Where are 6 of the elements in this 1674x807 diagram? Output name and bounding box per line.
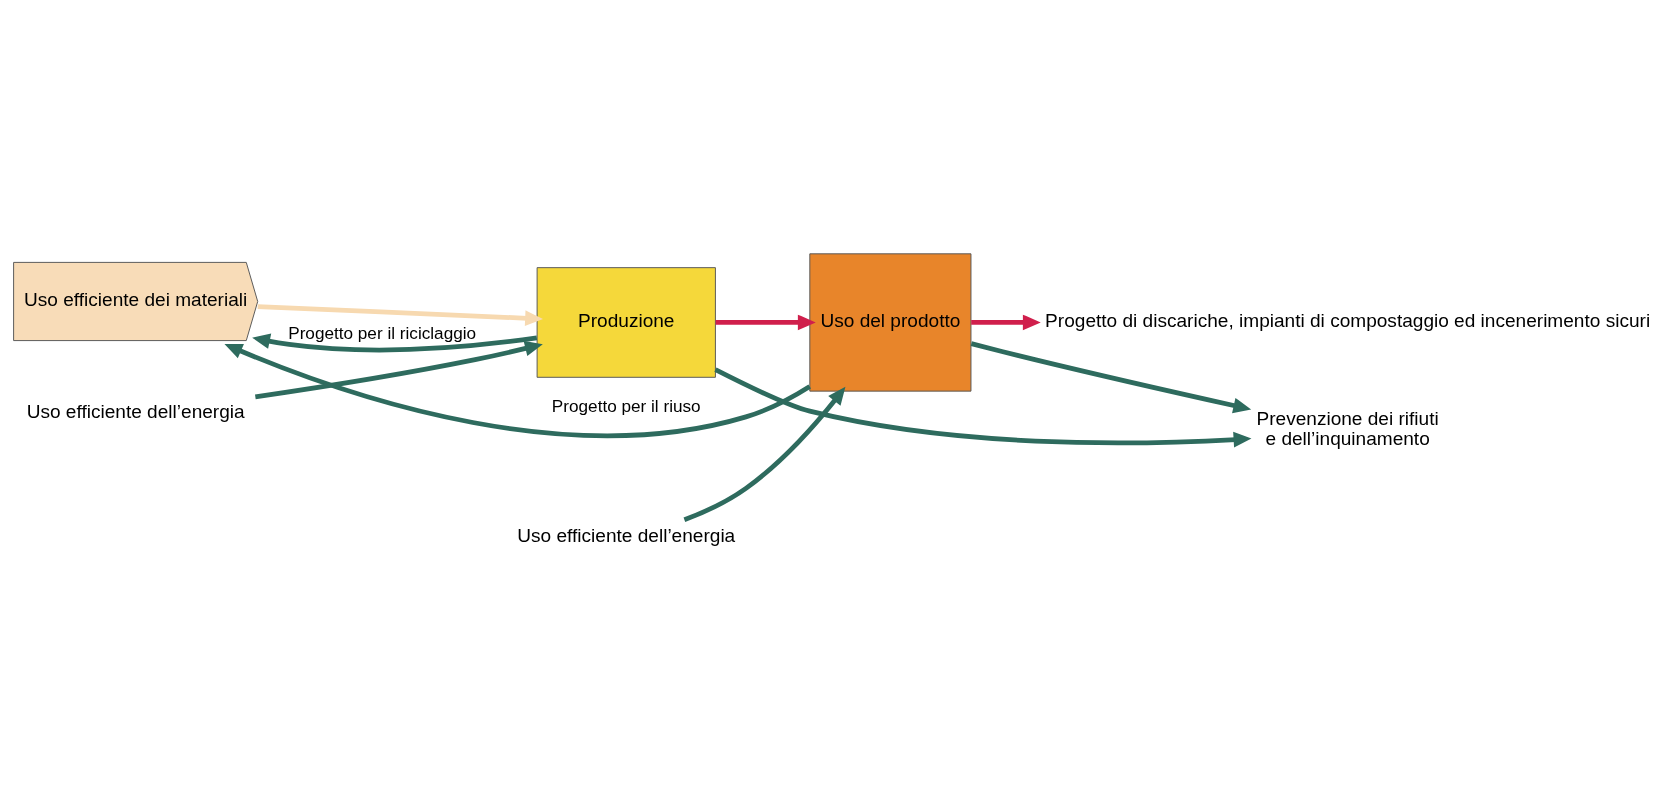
node-text: Uso efficiente dell’energia [26, 400, 245, 422]
node-text: Progetto di discariche, impianti di compostaggio ed incenerimento sicuri [1045, 309, 1651, 331]
node-text: Uso efficiente dell’energia [517, 524, 736, 546]
edge-label: Progetto per il riciclaggio [288, 322, 477, 343]
node-text: Prevenzione dei rifiuti e dell’inquinamento [1256, 407, 1439, 449]
edge-label: Progetto per il riuso [551, 395, 701, 416]
